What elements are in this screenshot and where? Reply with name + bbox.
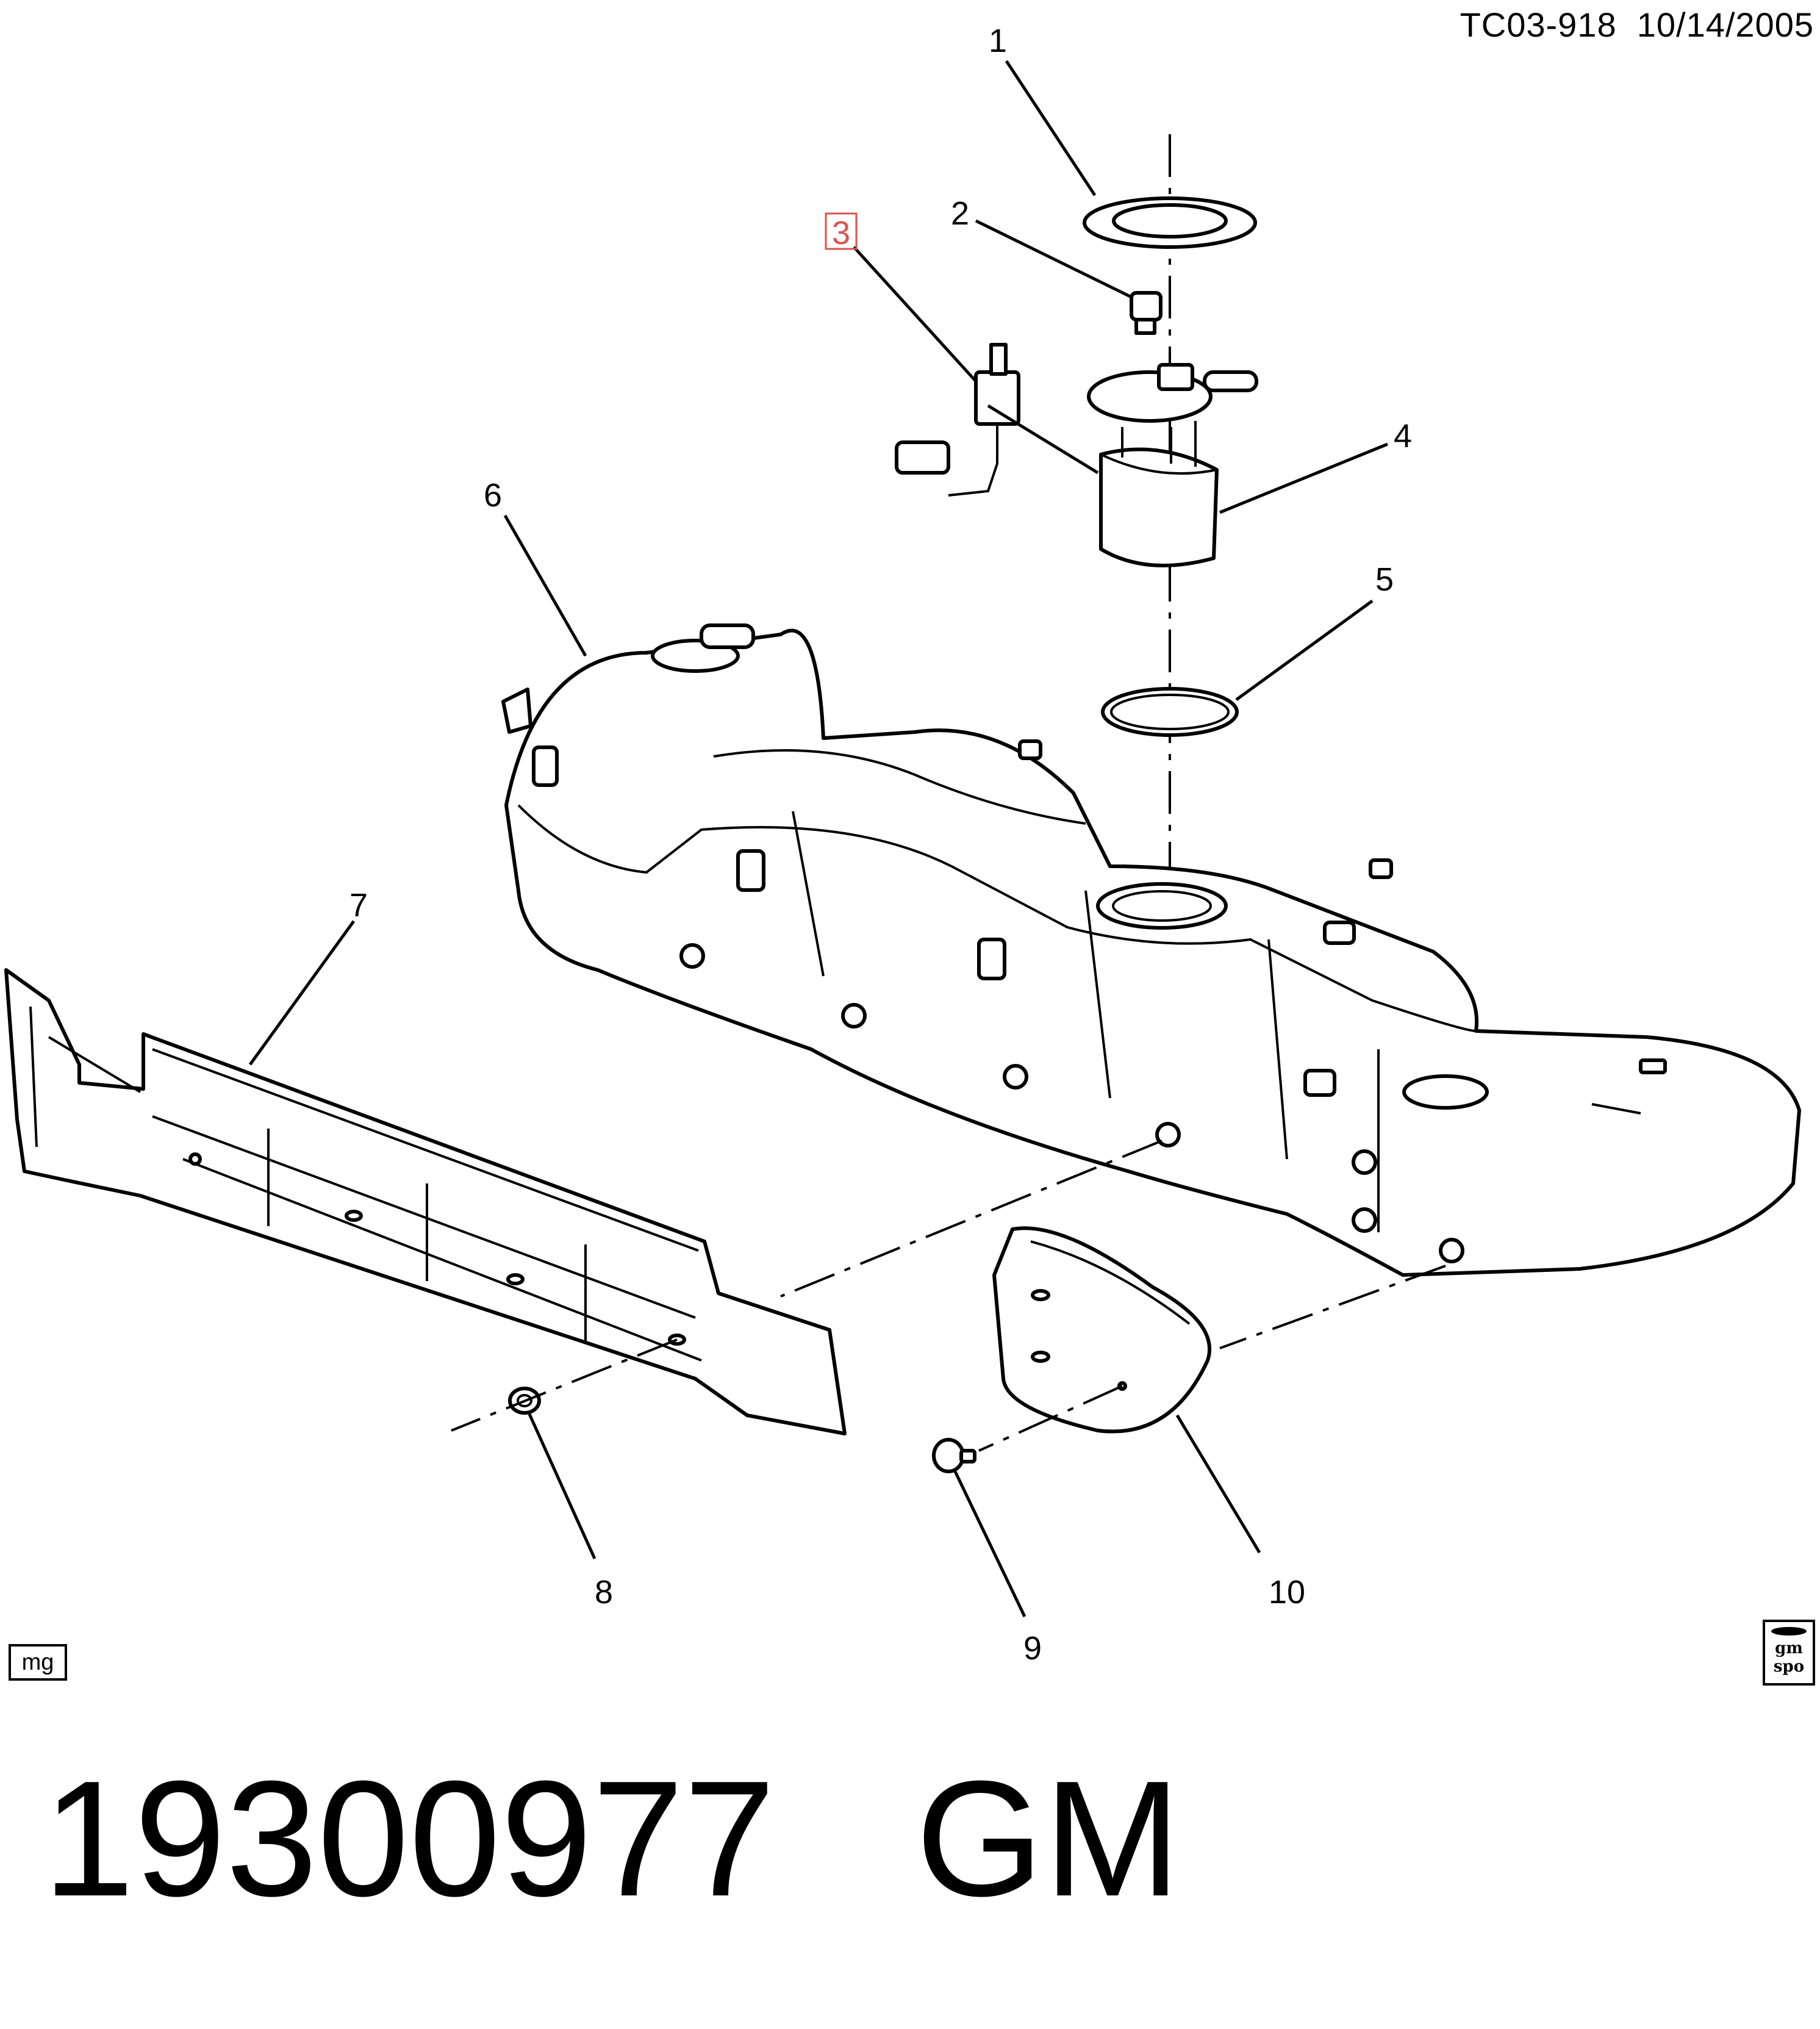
corner-badge: mg — [9, 1644, 67, 1681]
callout-9: 9 — [1023, 1630, 1042, 1667]
leader-10 — [1175, 1414, 1261, 1554]
leader-2 — [975, 219, 1133, 299]
gm-spo-logo: gm spo — [1763, 1620, 1815, 1686]
diagram-id: TC03-918 — [1460, 5, 1617, 44]
callout-3-highlight — [825, 212, 858, 250]
small-shield-part[interactable] — [992, 1226, 1212, 1434]
logo-line-1: gm — [1775, 1639, 1803, 1657]
leader-5 — [1235, 599, 1374, 702]
connector-part[interactable] — [1130, 291, 1163, 335]
callout-5: 5 — [1375, 561, 1394, 598]
callout-4: 4 — [1394, 418, 1412, 454]
callout-2: 2 — [951, 195, 969, 232]
brand-name: GM — [915, 1747, 1181, 1931]
leader-4 — [1219, 442, 1388, 514]
tank-shield-part[interactable] — [4, 968, 847, 1435]
fuel-pump-module-part[interactable] — [1087, 363, 1258, 567]
push-pin-part[interactable] — [932, 1438, 976, 1473]
leader-6 — [503, 514, 587, 657]
leader-1 — [1005, 60, 1097, 196]
fuel-tank-part[interactable] — [501, 623, 1801, 1277]
lock-ring-part[interactable] — [1083, 196, 1257, 249]
leader-8 — [528, 1413, 597, 1560]
part-number: 19300977 — [43, 1747, 776, 1931]
small-shield-mount-line — [1219, 1265, 1446, 1349]
pump-seal-part[interactable] — [1101, 687, 1239, 737]
leader-9 — [953, 1469, 1026, 1618]
callout-3: 3 — [832, 215, 850, 251]
pump-seal-inner-edge — [1110, 694, 1230, 730]
logo-emblem — [1771, 1627, 1807, 1636]
callout-1: 1 — [989, 23, 1007, 59]
callout-7: 7 — [349, 887, 368, 924]
callout-10: 10 — [1269, 1574, 1305, 1611]
callout-8: 8 — [595, 1574, 613, 1611]
diagram-date: 10/14/2005 — [1636, 5, 1814, 44]
leader-3 — [853, 246, 1099, 475]
clip-mount-line — [451, 1338, 678, 1432]
callout-6: 6 — [484, 477, 502, 514]
fuel-level-sensor-part[interactable] — [895, 343, 1020, 497]
pin-mount-line — [978, 1385, 1123, 1452]
diagram-header: TC03-918 10/14/2005 — [1460, 5, 1814, 45]
logo-line-2: spo — [1773, 1657, 1805, 1676]
leader-7 — [248, 920, 356, 1066]
